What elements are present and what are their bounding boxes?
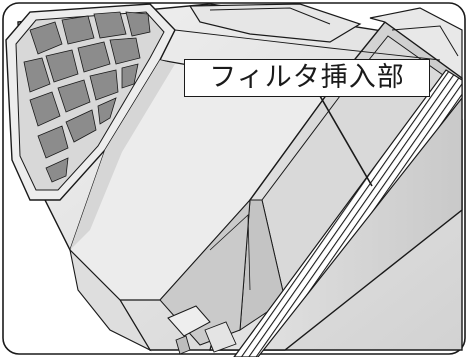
body-contour-2 — [209, 214, 251, 291]
filter-insertion-label: フィルタ挿入部 — [184, 59, 430, 97]
bottom-corner-detail — [204, 321, 237, 353]
slot-top-lip — [391, 25, 459, 57]
body-contour-1 — [174, 29, 441, 61]
bottom-latch — [167, 305, 211, 337]
slot-top-housing — [369, 7, 463, 80]
top-housing-edge — [209, 7, 331, 25]
grille-mesh — [23, 11, 151, 183]
filter-rail-hatched — [233, 69, 463, 357]
bottom-tab — [175, 335, 191, 355]
front-slope-shadow — [70, 60, 175, 250]
top-housing — [188, 3, 362, 43]
callout-leader-line — [319, 95, 373, 187]
lower-side-panel — [69, 248, 152, 352]
